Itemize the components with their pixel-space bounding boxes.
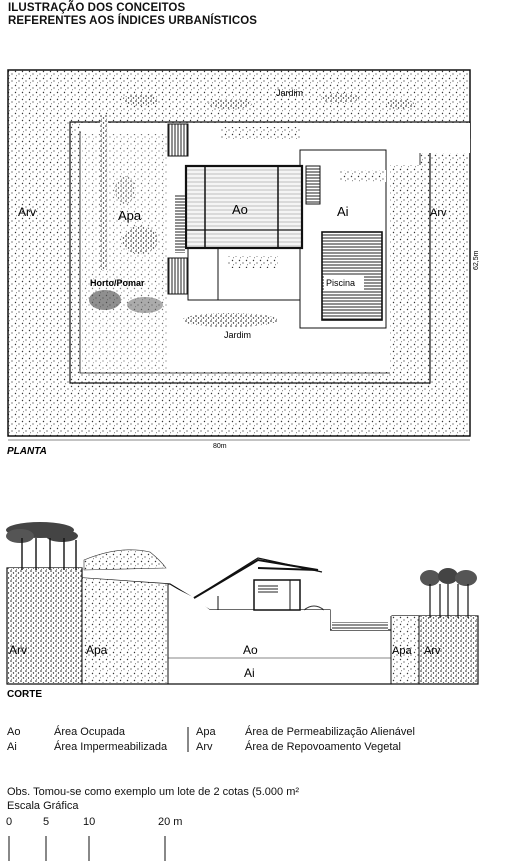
- legend-code-apa: Apa: [196, 726, 216, 738]
- section-label-apa-left: Apa: [86, 643, 108, 657]
- scale-tick-10: 10: [83, 816, 96, 828]
- scale-tick-5: 5: [43, 816, 50, 828]
- legend-text-arv: Área de Repovoamento Vegetal: [245, 741, 401, 753]
- plan-label-arv-left: Arv: [18, 205, 36, 219]
- title-line-1: ILUSTRAÇÃO DOS CONCEITOS: [8, 2, 186, 14]
- section-house: [193, 557, 323, 611]
- plan-label-ao: Ao: [232, 202, 248, 217]
- plan-dim-width: 80m: [213, 443, 227, 450]
- section-label-ai: Ai: [244, 666, 255, 680]
- plan-label-piscina: Piscina: [326, 278, 355, 288]
- section-view: Arv Apa Ao Ai Apa Arv CORTE: [6, 522, 479, 700]
- section-label-apa-right: Apa: [392, 645, 412, 657]
- section-trees-left: [6, 522, 167, 571]
- scale-title: Escala Gráfica: [7, 800, 79, 812]
- legend-code-arv: Arv: [196, 741, 213, 753]
- section-label-ao: Ao: [243, 643, 258, 657]
- scale-tick-20: 20 m: [158, 816, 183, 828]
- graphic-scale: [8, 836, 166, 861]
- plan-view: Arv Apa Ao Ai Arv Horto/Pomar Piscina Ja…: [7, 69, 480, 457]
- section-label-arv-left: Arv: [9, 643, 27, 657]
- plan-dim-height: 62,5m: [473, 250, 480, 270]
- legend-text-ao: Área Ocupada: [54, 726, 125, 738]
- plan-garden-patches: [122, 93, 414, 109]
- legend-code-ao: Ao: [7, 726, 21, 738]
- plan-label-arv-right: Arv: [430, 207, 447, 219]
- plan-label-jardim-bottom: Jardim: [224, 330, 251, 340]
- legend-code-ai: Ai: [7, 741, 17, 753]
- observation-note: Obs. Tomou-se como exemplo um lote de 2 …: [7, 786, 300, 798]
- section-caption: CORTE: [7, 689, 42, 700]
- legend-text-apa: Área de Permeabilização Alienável: [245, 726, 415, 738]
- plan-label-ai: Ai: [337, 204, 349, 219]
- section-label-arv-right: Arv: [424, 645, 441, 657]
- legend-text-ai: Área Impermeabilizada: [54, 741, 168, 753]
- section-trees-right: [420, 568, 477, 618]
- plan-label-jardim-top: Jardim: [276, 88, 303, 98]
- plan-caption: PLANTA: [7, 446, 47, 457]
- scale-tick-0: 0: [6, 816, 13, 828]
- title-line-2: REFERENTES AOS ÍNDICES URBANÍSTICOS: [8, 15, 258, 27]
- plan-label-horto: Horto/Pomar: [90, 278, 145, 288]
- plan-label-apa: Apa: [118, 208, 142, 223]
